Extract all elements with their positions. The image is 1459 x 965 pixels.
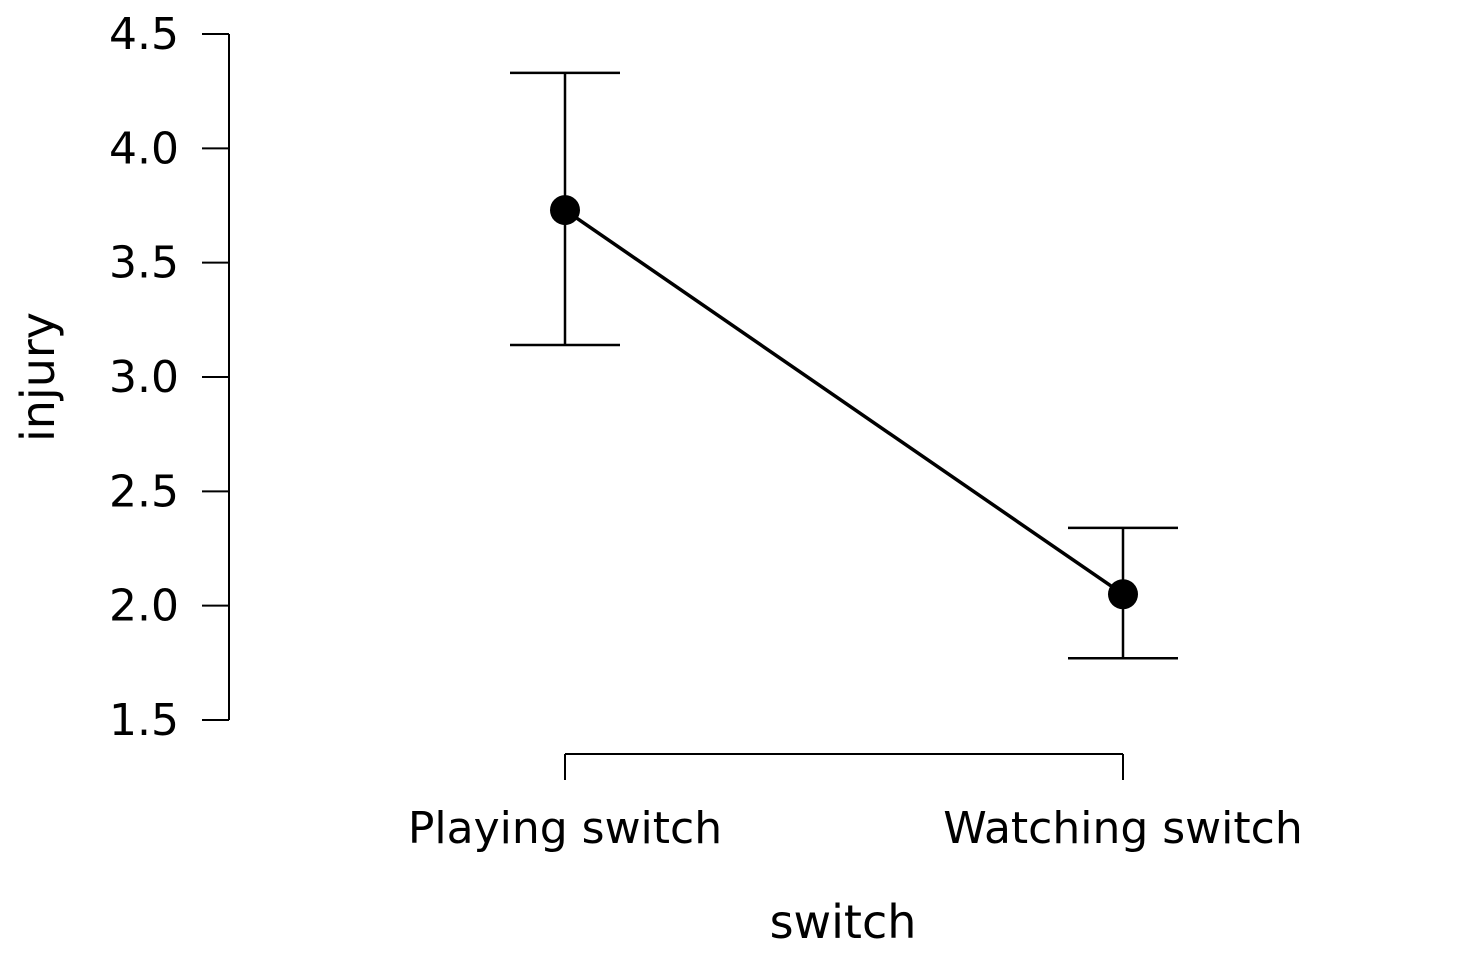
- y-axis: 1.5 2.0 2.5 3.0 3.5 4.0 4.5: [109, 9, 230, 746]
- y-tick-label: 1.5: [109, 695, 179, 746]
- y-tick-label: 3.5: [109, 238, 179, 289]
- series-line: [564, 208, 1124, 596]
- data-point: [1108, 579, 1138, 610]
- y-axis-title: injury: [11, 312, 65, 442]
- data-point: [550, 195, 580, 226]
- y-tick-label: 4.5: [109, 9, 179, 60]
- y-tick-label: 2.5: [109, 466, 179, 517]
- x-tick-label: Watching switch: [943, 803, 1302, 854]
- x-axis-title: switch: [770, 895, 917, 949]
- y-tick-label: 2.0: [109, 581, 179, 632]
- x-tick-label: Playing switch: [408, 803, 722, 854]
- y-tick-label: 3.0: [109, 352, 179, 403]
- plot-area: [510, 71, 1178, 660]
- x-axis: Playing switch Watching switch: [408, 753, 1303, 854]
- y-tick-label: 4.0: [109, 123, 179, 174]
